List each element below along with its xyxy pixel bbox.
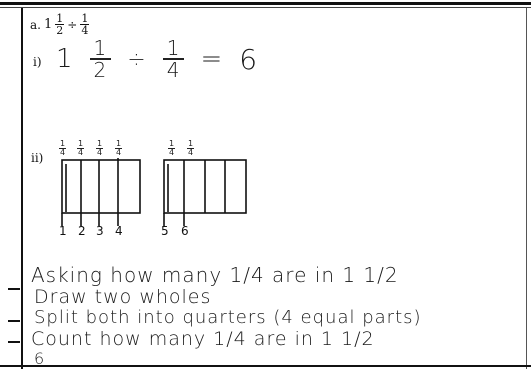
bottom-border [0,365,531,367]
count-label: 4 [115,224,123,238]
part-ii-label: ii) [31,151,44,165]
problem-whole: 1 [43,17,53,32]
whole-2 [163,159,247,226]
part-i-handwritten-equation: 1 1 2 ÷ 1 4 = 6 [56,38,258,80]
right-border [526,8,527,369]
count-label: 6 [181,224,189,238]
explanation-line-4: Count how many 1/4 are in 1 1/2 [31,328,375,350]
part-i-equals: = [200,44,224,74]
count-label: 2 [78,224,86,238]
part-i-fraction-2: 1 4 [162,38,185,80]
explanation-line-2: Draw two wholes [34,286,212,308]
count-label: 5 [161,224,169,238]
margin-dash-3 [8,341,20,343]
left-margin-line [21,8,23,369]
explanation-line-5: 6 [34,349,46,368]
count-label: 1 [59,224,67,238]
part-i-operator: ÷ [127,46,147,72]
margin-dash-2 [8,320,20,322]
problem-fraction-2: 1 4 [80,12,90,37]
problem-statement: a. 1 1 2 ÷ 1 4 [30,12,90,37]
problem-operator: ÷ [67,17,78,32]
top-border [0,2,531,5]
margin-dash-1 [8,288,20,290]
part-i-fraction-1: 1 2 [89,38,112,80]
whole-1 [61,158,141,226]
problem-label: a. [30,17,41,32]
count-label: 3 [96,224,104,238]
explanation-line-1: Asking how many 1/4 are in 1 1/2 [31,263,399,287]
part-i-whole: 1 [56,44,74,74]
problem-fraction-1: 1 2 [55,12,65,37]
part-i-answer: 6 [239,42,259,76]
part-i-label: i) [33,55,42,69]
explanation-line-3: Split both into quarters (4 equal parts) [34,307,422,328]
top-border-inner [0,7,531,8]
whole-1-outline [61,159,141,214]
